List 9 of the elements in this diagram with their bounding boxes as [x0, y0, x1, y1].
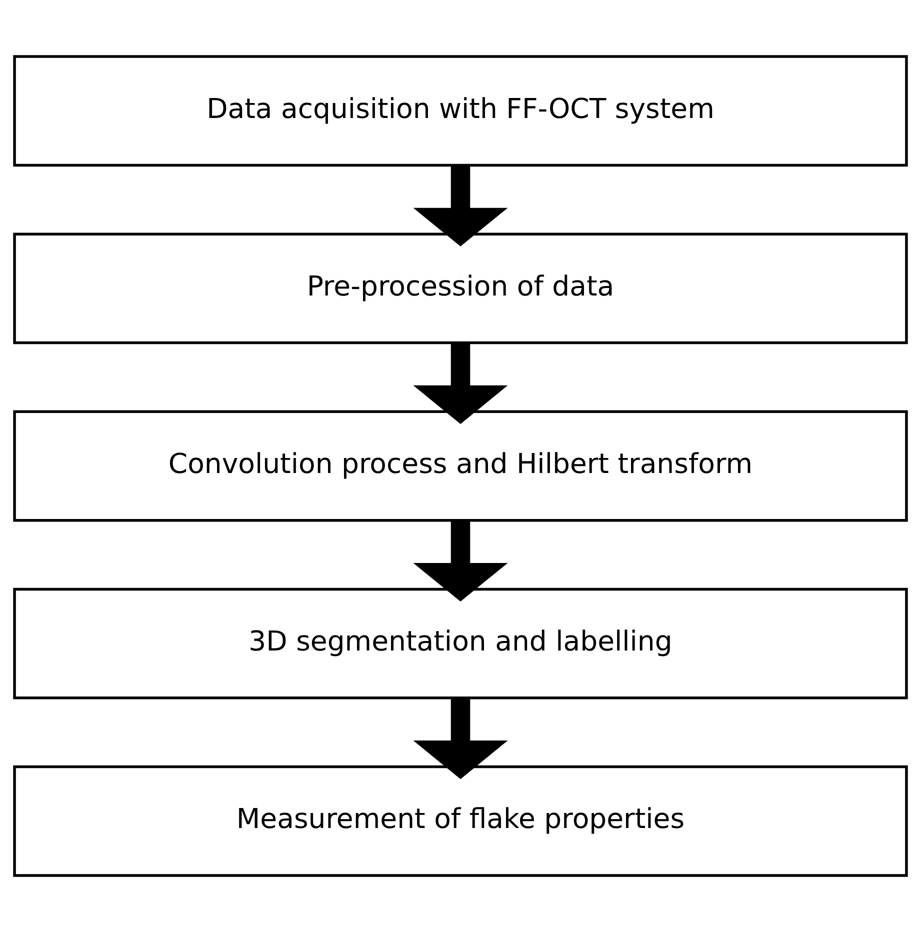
node-box: Data acquisition with FF-OCT system — [12, 54, 908, 166]
arrow — [412, 698, 508, 779]
arrow — [412, 520, 508, 602]
arrow — [412, 165, 508, 246]
node-box: Pre-procession of data — [12, 232, 908, 344]
node-box: Convolution process and Hilbert transform — [12, 410, 908, 522]
node-box: Measurement of flake properties — [12, 764, 908, 876]
node-box: 3D segmentation and labelling — [12, 587, 908, 699]
arrow — [412, 342, 508, 424]
